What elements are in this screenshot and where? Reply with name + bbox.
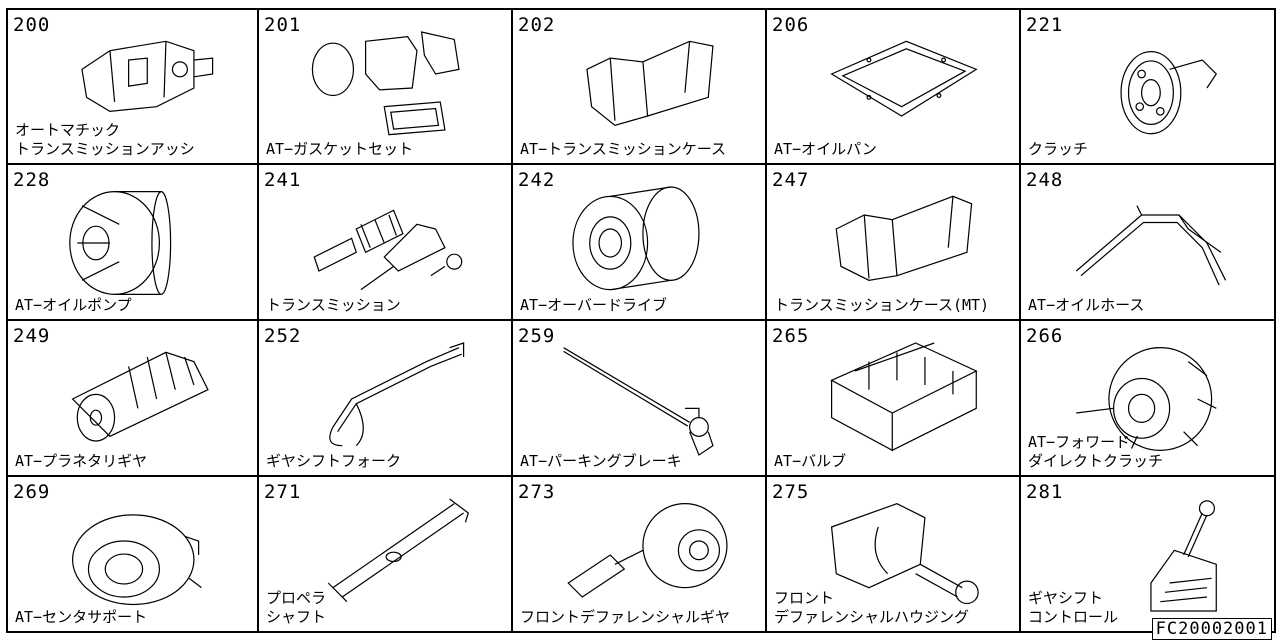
clutch-icon (1120, 50, 1218, 135)
part-label: AT−オーバードライブ (520, 296, 667, 314)
part-cell-200[interactable]: 200 オートマチック トランスミッションアッシ (6, 8, 259, 165)
part-label: トランスミッション (266, 296, 401, 314)
overdrive-icon (572, 186, 700, 291)
part-code: 249 (13, 325, 51, 347)
gasket-set-icon (311, 31, 460, 136)
transmission-case-icon (586, 40, 714, 127)
part-label: AT−ガスケットセット (266, 140, 414, 158)
front-diff-housing-icon (830, 503, 979, 605)
part-cell-271[interactable]: 271 プロペラ シャフト (259, 477, 513, 633)
mt-case-icon (835, 195, 973, 281)
part-code: 269 (13, 481, 51, 503)
part-cell-221[interactable]: 221 クラッチ (1021, 8, 1276, 165)
center-support-icon (71, 514, 202, 606)
part-code: 271 (264, 481, 302, 503)
oil-hose-icon (1075, 205, 1227, 286)
part-label: AT−オイルパン (774, 140, 877, 158)
part-code: 221 (1026, 14, 1064, 36)
transmission-gears-icon (313, 209, 463, 291)
propeller-shaft-icon (327, 498, 469, 603)
part-label: AT−バルブ (774, 452, 847, 470)
valve-body-icon (830, 342, 978, 452)
part-label: ギヤシフト コントロール (1028, 589, 1119, 626)
part-code: 200 (13, 14, 51, 36)
catalog-code: FC20002001 (1151, 618, 1272, 640)
oil-pump-icon (69, 191, 172, 295)
part-code: 228 (13, 169, 51, 191)
part-code: 206 (772, 14, 810, 36)
transmission-assembly-icon (81, 40, 214, 112)
part-code: 273 (518, 481, 556, 503)
part-code: 281 (1026, 481, 1064, 503)
forward-clutch-icon (1076, 347, 1217, 451)
part-label: ギヤシフトフォーク (266, 452, 402, 470)
part-label: AT−フォワード/ ダイレクトクラッチ (1028, 433, 1164, 470)
part-label: AT−トランスミッションケース (520, 140, 727, 158)
part-code: 252 (264, 325, 302, 347)
part-code: 275 (772, 481, 810, 503)
part-cell-273[interactable]: 273 フロントデファレンシャルギヤ (513, 477, 767, 633)
part-code: 201 (264, 14, 302, 36)
gear-shift-control-icon (1150, 500, 1217, 612)
part-label: オートマチック トランスミッションアッシ (15, 121, 195, 158)
part-label: クラッチ (1028, 140, 1089, 158)
planetary-gear-icon (71, 351, 209, 442)
shift-fork-icon (329, 342, 465, 447)
part-code: 202 (518, 14, 556, 36)
part-label: トランスミッションケース(MT) (774, 296, 990, 314)
part-label: AT−センタサポート (15, 608, 148, 626)
part-code: 265 (772, 325, 810, 347)
part-code: 248 (1026, 169, 1064, 191)
part-code: 242 (518, 169, 556, 191)
part-code: 266 (1026, 325, 1064, 347)
part-cell-241[interactable]: 241 トランスミッション (259, 165, 513, 321)
parking-brake-icon (563, 347, 714, 456)
part-label: AT−パーキングブレーキ (520, 452, 682, 470)
part-label: AT−オイルホース (1028, 296, 1145, 314)
part-label: AT−オイルポンプ (15, 296, 132, 314)
oil-pan-icon (830, 40, 978, 117)
part-cell-275[interactable]: 275 フロント デファレンシャルハウジング (767, 477, 1021, 633)
part-cell-281[interactable]: 281 ギヤシフト コントロール (1021, 477, 1276, 633)
part-label: フロント デファレンシャルハウジング (774, 589, 970, 626)
part-code: 241 (264, 169, 302, 191)
part-label: AT−プラネタリギヤ (15, 452, 148, 470)
part-cell-252[interactable]: 252 ギヤシフトフォーク (259, 321, 513, 477)
front-diff-gear-icon (567, 503, 728, 598)
part-label: プロペラ シャフト (266, 589, 327, 626)
part-code: 259 (518, 325, 556, 347)
part-label: フロントデファレンシャルギヤ (520, 608, 731, 626)
part-cell-247[interactable]: 247 トランスミッションケース(MT) (767, 165, 1021, 321)
part-code: 247 (772, 169, 810, 191)
